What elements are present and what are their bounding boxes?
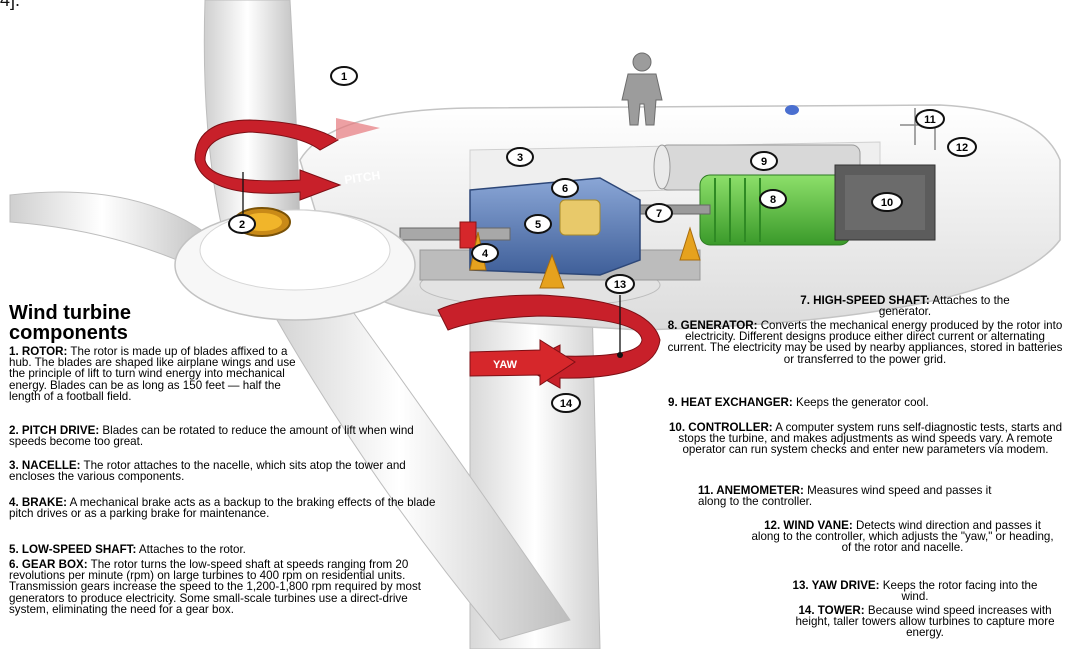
desc-low-speed-shaft: 5. LOW-SPEED SHAFT: Attaches to the roto… bbox=[9, 543, 246, 556]
yaw-label: YAW bbox=[493, 359, 518, 371]
callout-4: 4 bbox=[471, 243, 499, 263]
desc-pitch-drive: 2. PITCH DRIVE: Blades can be rotated to… bbox=[9, 424, 414, 449]
heading-line-2: components bbox=[9, 322, 128, 344]
callout-2: 2 bbox=[228, 214, 256, 234]
svg-text:3: 3 bbox=[517, 152, 523, 164]
svg-text:2: 2 bbox=[239, 219, 245, 231]
desc-anemometer: 11. ANEMOMETER: Measures wind speed and … bbox=[698, 484, 992, 509]
svg-text:10: 10 bbox=[881, 197, 893, 209]
top-text-fragment: 4]. bbox=[0, 0, 21, 10]
yaw-arrow-head bbox=[469, 339, 576, 386]
brake bbox=[459, 221, 477, 249]
callout-6: 6 bbox=[551, 178, 579, 198]
desc-yaw-drive: 13. YAW DRIVE: Keeps the rotor facing in… bbox=[792, 579, 1038, 604]
desc-high-speed-shaft: 7. HIGH-SPEED SHAFT: Attaches to the gen… bbox=[800, 294, 1010, 319]
svg-text:9: 9 bbox=[761, 156, 767, 168]
heading-line-1: Wind turbine bbox=[9, 302, 132, 324]
callout-5: 5 bbox=[524, 214, 552, 234]
svg-text:6: 6 bbox=[562, 183, 568, 195]
svg-text:5: 5 bbox=[535, 219, 541, 231]
callout-10: 10 bbox=[871, 192, 903, 212]
desc-wind-vane: 12. WIND VANE: Detects wind direction an… bbox=[751, 519, 1054, 555]
low-speed-shaft bbox=[399, 227, 511, 241]
svg-text:8: 8 bbox=[770, 194, 776, 206]
svg-text:4: 4 bbox=[482, 248, 489, 260]
callout-12: 12 bbox=[947, 137, 977, 157]
callout-13: 13 bbox=[605, 274, 635, 294]
svg-text:12: 12 bbox=[956, 142, 968, 154]
person-figure bbox=[621, 52, 663, 126]
desc-nacelle: 3. NACELLE: The rotor attaches to the na… bbox=[9, 459, 406, 484]
desc-controller: 10. CONTROLLER: A computer system runs s… bbox=[668, 421, 1063, 457]
generator bbox=[699, 174, 851, 246]
svg-text:1: 1 bbox=[341, 71, 347, 83]
desc-tower: 14. TOWER: Because wind speed increases … bbox=[795, 605, 1055, 640]
yaw-arrow bbox=[437, 294, 661, 389]
callout-1: 1 bbox=[330, 66, 358, 86]
callout-7: 7 bbox=[645, 203, 673, 223]
desc-brake: 4. BRAKE: A mechanical brake acts as a b… bbox=[9, 496, 436, 521]
desc-gear-box: 6. GEAR BOX: The rotor turns the low-spe… bbox=[9, 559, 422, 616]
callout-14: 14 bbox=[551, 393, 581, 413]
blade-lower bbox=[259, 279, 571, 641]
svg-text:13: 13 bbox=[614, 279, 626, 291]
desc-heat-exchanger: 9. HEAT EXCHANGER: Keeps the generator c… bbox=[668, 396, 929, 409]
desc-rotor: 1. ROTOR: The rotor is made up of blades… bbox=[9, 345, 296, 403]
callout-9: 9 bbox=[750, 151, 778, 171]
svg-text:14: 14 bbox=[560, 398, 573, 410]
callout-8: 8 bbox=[759, 189, 787, 209]
svg-text:7: 7 bbox=[656, 208, 662, 220]
callout-3: 3 bbox=[506, 147, 534, 167]
pitch-arrow bbox=[194, 119, 342, 201]
svg-text:11: 11 bbox=[924, 114, 936, 126]
pitch-label: PITCH bbox=[343, 168, 381, 187]
callout-11: 11 bbox=[915, 109, 945, 129]
diagram-heading: Wind turbine components bbox=[9, 303, 131, 343]
desc-generator: 8. GENERATOR: Converts the mechanical en… bbox=[667, 319, 1063, 366]
